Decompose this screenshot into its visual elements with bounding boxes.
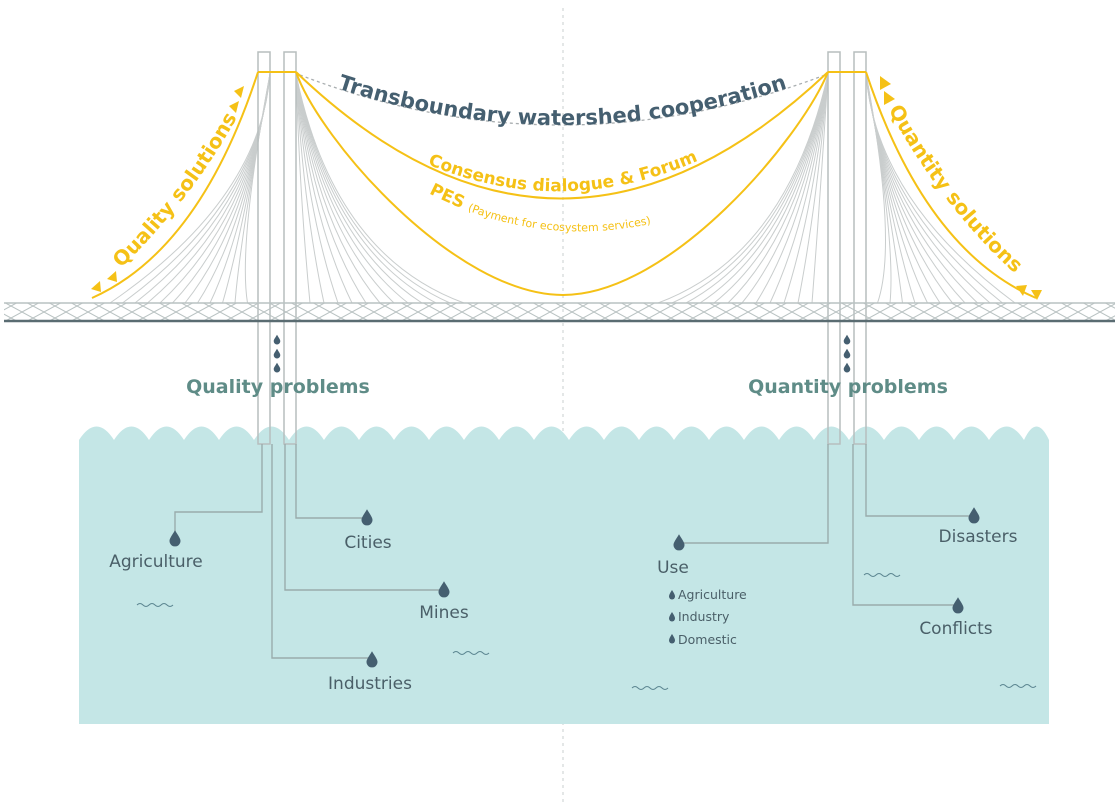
wave-icon (631, 686, 669, 690)
agriculture-label: Agriculture (109, 552, 203, 572)
cable (783, 73, 829, 304)
water-drop-icon (952, 597, 964, 614)
quality-solutions-label: Quality solutions (108, 108, 242, 272)
cable (811, 73, 829, 304)
cable (727, 73, 829, 304)
wave-icon (452, 651, 490, 655)
consensus-curve (295, 71, 829, 200)
cable (244, 73, 271, 304)
cable (295, 73, 353, 304)
water-surface (79, 426, 1049, 724)
water-drop-icon (169, 530, 181, 547)
use-subitem-industry: Industry (678, 609, 730, 624)
water-drop-icon (843, 334, 851, 345)
water-drop-icon (366, 651, 378, 668)
wave-icon (136, 603, 174, 607)
triangle-arrow-icon (107, 271, 117, 282)
cable (295, 73, 437, 304)
cable (295, 73, 325, 304)
main-curves (91, 71, 1037, 299)
water-drop-icon (968, 507, 980, 524)
water-drop-icon (273, 362, 281, 373)
triangle-arrow-icon (1031, 290, 1042, 300)
use-subitem-agriculture: Agriculture (678, 587, 747, 602)
cable (295, 73, 339, 304)
solution-arrows (91, 76, 1042, 300)
left-pylon-a (257, 51, 271, 445)
water-body (22, 426, 1049, 724)
disasters-label: Disasters (939, 527, 1018, 547)
use-subitem-domestic: Domestic (678, 632, 737, 647)
leader-lines (174, 444, 974, 659)
water-drop-icon (438, 581, 450, 598)
water-drop-icon (669, 612, 675, 622)
wave-marks (136, 573, 1037, 690)
cable (295, 73, 409, 304)
right-pylon-b (853, 51, 867, 445)
right-solution-curve (865, 71, 1037, 299)
water-drop-icon (669, 590, 675, 600)
cities-label: Cities (344, 533, 391, 553)
cable (797, 73, 829, 304)
mines-label: Mines (419, 603, 469, 623)
cable (741, 73, 829, 304)
triangle-arrow-icon (234, 86, 244, 98)
water-drop-icon (673, 534, 685, 551)
quality-problems-title: Quality problems (186, 376, 370, 398)
conflicts-label: Conflicts (919, 619, 992, 639)
left-solution-curve (91, 71, 259, 299)
right-pylon-a (827, 51, 841, 445)
wave-icon (999, 684, 1037, 688)
cable (755, 73, 829, 304)
triangle-arrow-icon (884, 91, 895, 105)
use-subitems: Agriculture Industry Domestic (669, 587, 747, 647)
bridge-pylons (257, 51, 867, 445)
cable (295, 73, 367, 304)
water-drop-icon (361, 509, 373, 526)
water-edge-left (22, 440, 79, 450)
wave-icon (863, 573, 901, 577)
cable (713, 73, 829, 304)
drop-stacks (273, 334, 851, 373)
cable (865, 73, 886, 304)
water-drop-icon (843, 348, 851, 359)
triangle-arrow-icon (880, 76, 891, 90)
left-pylon-b (283, 51, 297, 445)
cable (295, 73, 465, 304)
cable (699, 73, 829, 304)
cable (295, 73, 381, 304)
water-drop-icon (843, 362, 851, 373)
cable (769, 73, 829, 304)
suspension-cables (109, 73, 1016, 304)
water-drop-icon (273, 348, 281, 359)
industries-label: Industries (328, 674, 412, 694)
triangle-arrow-icon (229, 101, 239, 113)
cable (657, 73, 829, 304)
water-drop-icon (669, 634, 675, 644)
cable (295, 73, 311, 304)
quantity-problems-title: Quantity problems (748, 376, 948, 398)
bridge-deck (4, 302, 1115, 323)
pes-curve (295, 71, 829, 297)
water-drop-icon (273, 334, 281, 345)
quantity-solutions-label: Quantity solutions (884, 100, 1028, 277)
cable (295, 73, 423, 304)
triangle-arrow-icon (91, 281, 101, 292)
triangle-arrow-icon (1016, 285, 1027, 296)
use-label: Use (657, 558, 689, 578)
item-drops (169, 507, 980, 668)
cable (295, 73, 395, 304)
